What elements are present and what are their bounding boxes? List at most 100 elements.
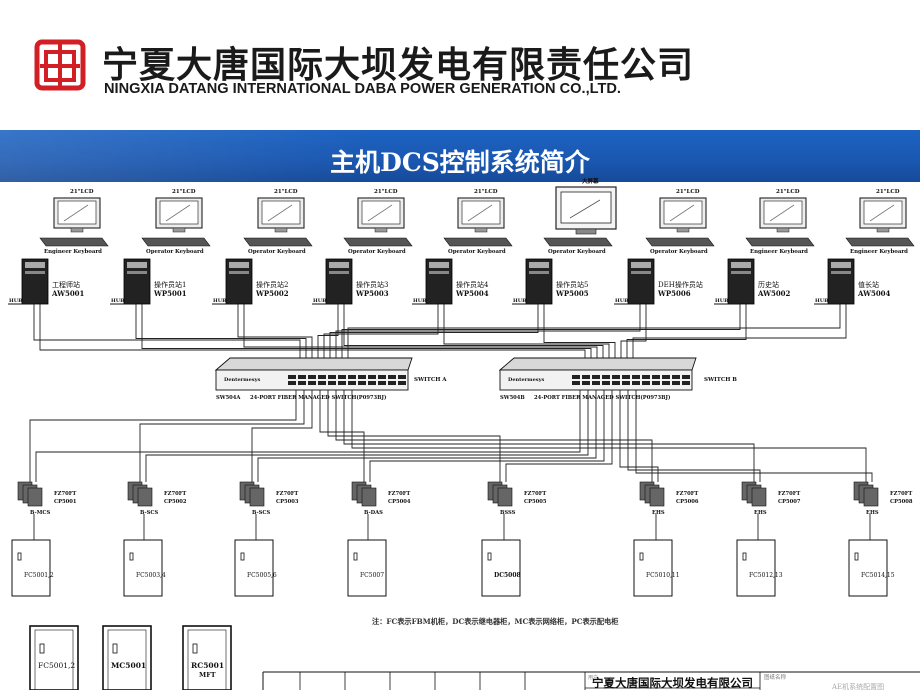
cable xyxy=(632,304,847,358)
cp-system: EHS xyxy=(866,510,879,516)
switch-port-icon xyxy=(308,381,316,385)
cabinet-door-icon xyxy=(34,629,74,690)
drive-bay-icon xyxy=(831,271,851,274)
cp-model: FZ70FT xyxy=(54,491,76,497)
switch-port-icon xyxy=(652,381,660,385)
cabinet-handle-icon xyxy=(240,552,245,561)
cp-system: B-DAS xyxy=(364,510,383,516)
keyboard-icon xyxy=(443,237,513,247)
drive-bay-icon xyxy=(529,262,549,268)
fbm-cabinet: FC5003,4 xyxy=(123,539,166,597)
fcp-module-icon xyxy=(27,487,43,507)
cable xyxy=(620,304,647,358)
cable xyxy=(505,390,613,482)
hub-label: HUB xyxy=(513,298,526,304)
cable xyxy=(341,304,741,358)
monitor-label: 大屏幕 xyxy=(582,177,599,185)
switch-port-icon xyxy=(328,381,336,385)
cabinet-icon xyxy=(102,625,152,690)
hub-label: HUB xyxy=(715,298,728,304)
cabinet-handle-icon xyxy=(112,643,118,654)
title-block-company: 宁夏大唐国际大坝发电有限公司 xyxy=(592,676,753,690)
station-name: 操作员站1 xyxy=(154,280,186,289)
station-id: AW5002 xyxy=(757,289,791,298)
fcp-module-icon xyxy=(751,487,767,507)
switch-port-icon xyxy=(642,375,650,379)
switch-desc: 24-PORT FIBER MANAGED SWITCH(P0973BJ) xyxy=(250,394,386,401)
cabinet-label: RC5001 xyxy=(191,661,224,670)
screen-glare-icon xyxy=(769,204,795,222)
cable xyxy=(319,390,365,482)
cabinet-door-icon xyxy=(107,629,147,690)
cable xyxy=(635,390,873,482)
station-name: DEH操作员站 xyxy=(658,280,703,289)
title-block-faded-text: AE机系统配置图 xyxy=(831,682,884,690)
cabinet-icon xyxy=(848,539,888,597)
switch-port-icon xyxy=(328,375,336,379)
switch-port-icon xyxy=(642,381,650,385)
keyboard-label: Engineer Keyboard xyxy=(850,249,908,255)
keyboard-icon xyxy=(745,237,815,247)
keyboard-label: Operator Keyboard xyxy=(448,249,506,255)
monitor-label: 21"LCD xyxy=(776,189,800,195)
fcp-module-icon xyxy=(863,487,879,507)
keyboard-label: Engineer Keyboard xyxy=(750,249,808,255)
cabinet-icon xyxy=(234,539,274,597)
monitor-stand-icon xyxy=(776,227,790,233)
title-block-drawing-label: 图纸名称 xyxy=(764,673,787,681)
company-name-cn: 宁夏大唐国际大坝发电有限责任公司 xyxy=(102,45,695,86)
cabinet-sublabel: MFT xyxy=(199,671,216,679)
switch-top-icon xyxy=(498,357,697,371)
drive-bay-icon xyxy=(429,262,449,268)
cp-system: BSSS xyxy=(500,510,516,516)
switch-port-icon xyxy=(572,375,580,379)
header: 宁夏大唐国际大坝发电有限责任公司 NINGXIA DATANG INTERNAT… xyxy=(0,0,920,130)
fcp-module-icon xyxy=(649,487,665,507)
cabinet-label: FC5014,15 xyxy=(861,572,895,579)
cp-id: CP5008 xyxy=(890,499,913,505)
drive-bay-icon xyxy=(731,271,751,274)
fcp-module-icon xyxy=(249,487,265,507)
cabinet-label: FC5010,11 xyxy=(646,572,680,579)
switch-port-icon xyxy=(358,381,366,385)
title-block: 用户宁夏大唐国际大坝发电有限公司图纸名称AE机系统配置图 xyxy=(262,671,920,690)
cabinet-label: DC5008 xyxy=(494,572,521,579)
cabinet-handle-icon xyxy=(39,643,45,654)
switch-model: SW504B xyxy=(500,395,525,401)
drive-bay-icon xyxy=(25,271,45,274)
switch-port-icon xyxy=(358,375,366,379)
cable xyxy=(243,304,598,358)
cable xyxy=(35,390,581,482)
title-band xyxy=(0,130,920,182)
screen-glare-icon xyxy=(63,204,89,222)
station-id: WP5004 xyxy=(455,289,489,298)
switch-port-icon xyxy=(378,381,386,385)
switch-port-icon xyxy=(632,375,640,379)
drive-bay-icon xyxy=(831,262,851,268)
cabinet-door-icon xyxy=(187,629,227,690)
cabinet-icon xyxy=(29,625,79,690)
station-name: 值长站 xyxy=(858,280,879,289)
monitor-label: 21"LCD xyxy=(676,189,700,195)
cp-model: FZ70FT xyxy=(164,491,186,497)
switch-port-icon xyxy=(682,381,690,385)
cabinet-label: FC5003,4 xyxy=(136,572,166,579)
switch-port-icon xyxy=(582,381,590,385)
keyboard-icon xyxy=(141,237,211,247)
monitor-stand-icon xyxy=(474,227,488,233)
switch-port-icon xyxy=(378,375,386,379)
station-id: WP5006 xyxy=(657,289,691,298)
cabinet-label: FC5001,2 xyxy=(38,661,75,670)
station-id: WP5001 xyxy=(153,289,187,298)
switch-port-icon xyxy=(612,381,620,385)
